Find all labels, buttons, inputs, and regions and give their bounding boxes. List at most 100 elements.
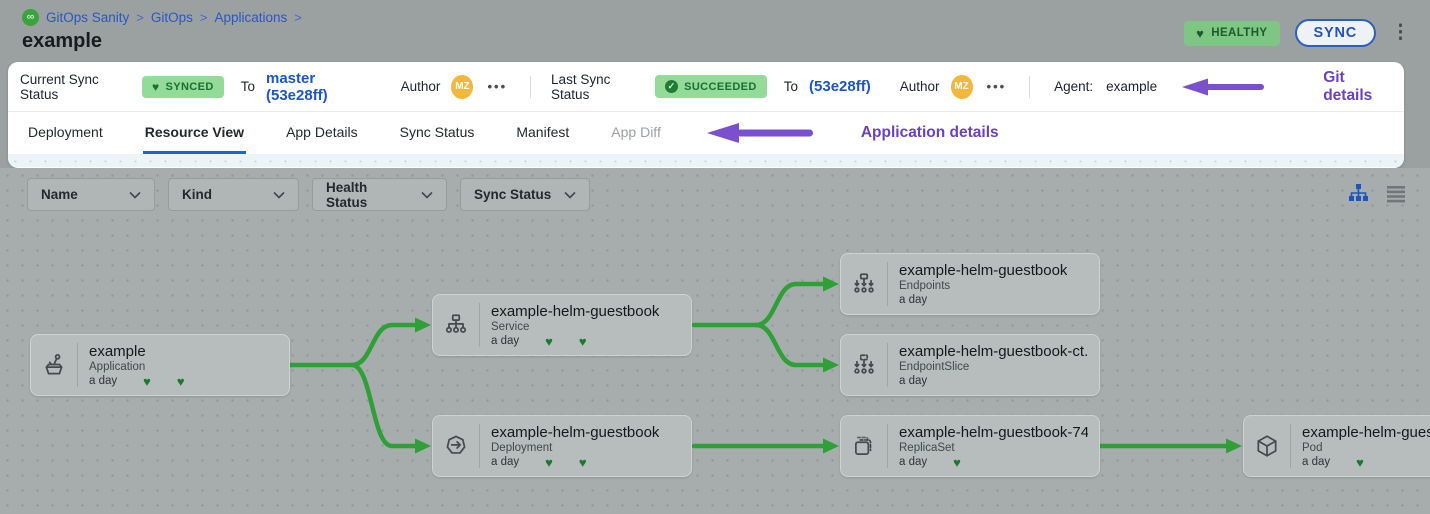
health-status-label: HEALTHY (1211, 27, 1268, 39)
sync-status-filter-dropdown[interactable]: Sync Status (460, 178, 590, 211)
endpointslice-icon (841, 352, 887, 378)
breadcrumb-separator: > (136, 10, 144, 25)
health-status-filter-label: Health Status (326, 179, 368, 210)
more-options-icon[interactable]: ••• (487, 79, 508, 94)
resource-node-deployment[interactable]: example-helm-guestbook Deployment a day … (432, 415, 692, 477)
health-status-filter-dropdown[interactable]: Health Status (312, 178, 447, 211)
node-age: a day (899, 375, 928, 387)
breadcrumb-separator: > (294, 10, 302, 25)
pod-icon (1244, 433, 1290, 459)
application-icon (31, 352, 77, 378)
tree-view-icon[interactable] (1348, 183, 1369, 204)
synced-badge: ♥ SYNCED (141, 75, 224, 98)
succeeded-badge-label: SUCCEEDED (684, 80, 757, 93)
node-title: example-helm-guestbook (491, 423, 660, 441)
synced-badge-label: SYNCED (165, 80, 214, 93)
node-kind: Application (89, 360, 146, 373)
node-age: a day (1302, 456, 1331, 468)
tab-deployment[interactable]: Deployment (28, 123, 103, 140)
divider (77, 343, 78, 387)
last-sync-status-label: Last Sync Status (551, 71, 611, 102)
sync-status-filter-label: Sync Status (474, 187, 552, 202)
node-meta: a day (899, 294, 1067, 306)
app-details-panel: Current Sync Status ♥ SYNCED To master (… (8, 62, 1404, 168)
tab-resource-view[interactable]: Resource View (142, 112, 247, 154)
application-details-annotation: Application details (860, 124, 999, 141)
tab-manifest[interactable]: Manifest (516, 123, 570, 140)
list-view-icon[interactable] (1386, 185, 1406, 203)
node-meta: a day ♥ ♥ (491, 456, 659, 469)
node-title: example (89, 342, 146, 360)
resource-node-pod[interactable]: example-helm-guestbook Pod a day ♥ (1243, 415, 1430, 477)
kind-filter-label: Kind (182, 187, 212, 202)
node-age: a day (491, 456, 520, 468)
divider (887, 262, 888, 306)
current-sync-status-label: Current Sync Status (20, 71, 99, 102)
health-heart-icon: ♥ (545, 454, 553, 470)
resource-node-replicaset[interactable]: example-helm-guestbook-74... ReplicaSet … (840, 415, 1100, 477)
author-label: Author (400, 79, 441, 94)
sync-button[interactable]: SYNC (1294, 19, 1376, 47)
divider (887, 343, 888, 387)
gitops-logo-icon: ∞ (22, 9, 39, 26)
breadcrumb-link-applications[interactable]: Applications (214, 10, 288, 25)
node-title: example-helm-guestbook (491, 302, 660, 320)
node-body: example-helm-guestbook-ct... EndpointSli… (888, 338, 1099, 392)
tab-sync-status[interactable]: Sync Status (399, 123, 475, 140)
tab-app-details[interactable]: App Details (286, 123, 358, 140)
node-title: example-helm-guestbook (899, 262, 1068, 279)
resource-node-endpointslice[interactable]: example-helm-guestbook-ct... EndpointSli… (840, 334, 1100, 396)
node-kind: Pod (1302, 441, 1323, 454)
resource-tree-connectors (287, 276, 1242, 454)
to-label: To (783, 79, 799, 94)
chevron-down-icon (273, 191, 285, 199)
author-label: Author (899, 79, 940, 94)
git-details-annotation: Git details (1323, 68, 1373, 104)
node-age: a day (899, 294, 928, 306)
check-circle-icon: ✓ (665, 80, 679, 93)
tab-app-diff[interactable]: App Diff (611, 123, 661, 140)
node-kind: ReplicaSet (899, 441, 955, 454)
node-kind: Deployment (491, 441, 553, 454)
resource-node-endpoints[interactable]: example-helm-guestbook Endpoints a day (840, 253, 1100, 315)
breadcrumb-link-gitops-sanity[interactable]: GitOps Sanity (46, 10, 130, 25)
health-heart-icon: ♥ (953, 454, 961, 470)
left-arrow-annotation-icon (1182, 78, 1265, 95)
node-meta: a day ♥ ♥ (491, 335, 659, 348)
health-heart-icon: ♥ (578, 333, 587, 349)
more-options-icon[interactable]: ••• (986, 79, 1007, 94)
resource-node-application-example[interactable]: example Application a day ♥ ♥ (30, 334, 290, 396)
node-body: example-helm-guestbook Endpoints a day (888, 257, 1078, 311)
kind-filter-dropdown[interactable]: Kind (168, 178, 299, 211)
node-title: example-helm-guestbook-74... (899, 423, 1088, 441)
resource-node-service[interactable]: example-helm-guestbook Service a day ♥ ♥ (432, 294, 692, 356)
succeeded-badge: ✓ SUCCEEDED (655, 75, 767, 98)
heart-icon: ♥ (151, 79, 160, 94)
author-avatar: MZ (451, 74, 474, 99)
health-status-badge: ♥ HEALTHY (1184, 20, 1280, 46)
health-heart-icon: ♥ (578, 454, 587, 470)
chevron-down-icon (129, 191, 141, 199)
resource-tree-canvas: Name Kind Health Status Sync Status (0, 168, 1430, 514)
divider (479, 424, 480, 468)
header-actions: ♥ HEALTHY SYNC ⋮ (1184, 19, 1410, 47)
node-age: a day (491, 335, 520, 347)
breadcrumb-link-gitops[interactable]: GitOps (150, 10, 193, 25)
tabs-bar: Deployment Resource View App Details Syn… (8, 112, 1404, 154)
breadcrumb: ∞ GitOps Sanity > GitOps > Applications … (22, 9, 302, 26)
node-body: example-helm-guestbook Pod a day ♥ (1291, 419, 1430, 474)
name-filter-dropdown[interactable]: Name (27, 178, 155, 211)
endpoints-icon (841, 271, 887, 297)
health-heart-icon: ♥ (176, 373, 185, 389)
breadcrumb-separator: > (199, 10, 208, 25)
node-body: example-helm-guestbook-74... ReplicaSet … (888, 419, 1099, 474)
kebab-menu-icon[interactable]: ⋮ (1391, 22, 1410, 44)
node-kind: Endpoints (899, 280, 951, 292)
node-age: a day (89, 375, 118, 387)
last-revision-link[interactable]: (53e28ff) (809, 78, 871, 95)
current-revision-link[interactable]: master (53e28ff) (265, 69, 328, 104)
page-title: example (22, 30, 103, 52)
chevron-down-icon (564, 191, 576, 199)
view-toggles (1348, 183, 1406, 204)
